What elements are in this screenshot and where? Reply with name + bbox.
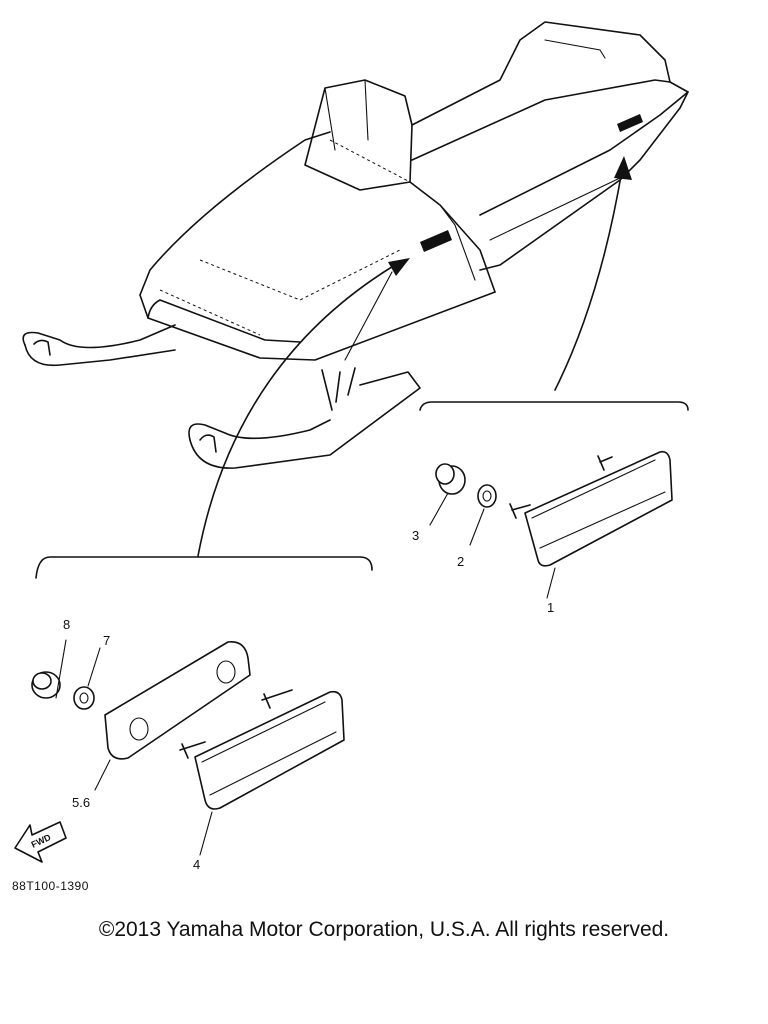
reflector-part-4 xyxy=(179,689,345,810)
snowmobile-illustration xyxy=(22,21,689,469)
callout-5-6: 5.6 xyxy=(72,795,90,810)
reflector-location-rear xyxy=(617,114,643,132)
callout-4: 4 xyxy=(193,857,200,872)
spacer-plate-part-5-6 xyxy=(104,641,251,760)
washer-part-7 xyxy=(73,686,95,710)
forward-direction-arrow: FWD xyxy=(14,821,67,863)
callout-3: 3 xyxy=(412,528,419,543)
leader-arrows xyxy=(197,156,632,557)
nut-part-3 xyxy=(435,463,466,495)
reflector-location-front xyxy=(420,230,452,252)
rear-reflector-assembly xyxy=(429,450,673,599)
callout-2: 2 xyxy=(457,554,464,569)
diagram-code: 88T100-1390 xyxy=(12,879,89,893)
callout-7: 7 xyxy=(103,633,110,648)
nut-part-8 xyxy=(31,671,61,699)
copyright-notice: ©2013 Yamaha Motor Corporation, U.S.A. A… xyxy=(98,918,670,941)
arrow-head-front xyxy=(388,258,410,276)
callout-8: 8 xyxy=(63,617,70,632)
front-reflector-assembly: FWD xyxy=(14,639,345,863)
washer-part-2 xyxy=(477,484,497,508)
reflector-part-1 xyxy=(509,450,673,567)
arrow-head-rear xyxy=(614,156,632,180)
rear-group-bracket xyxy=(419,401,689,411)
callout-1: 1 xyxy=(547,600,554,615)
front-group-bracket xyxy=(35,556,373,579)
